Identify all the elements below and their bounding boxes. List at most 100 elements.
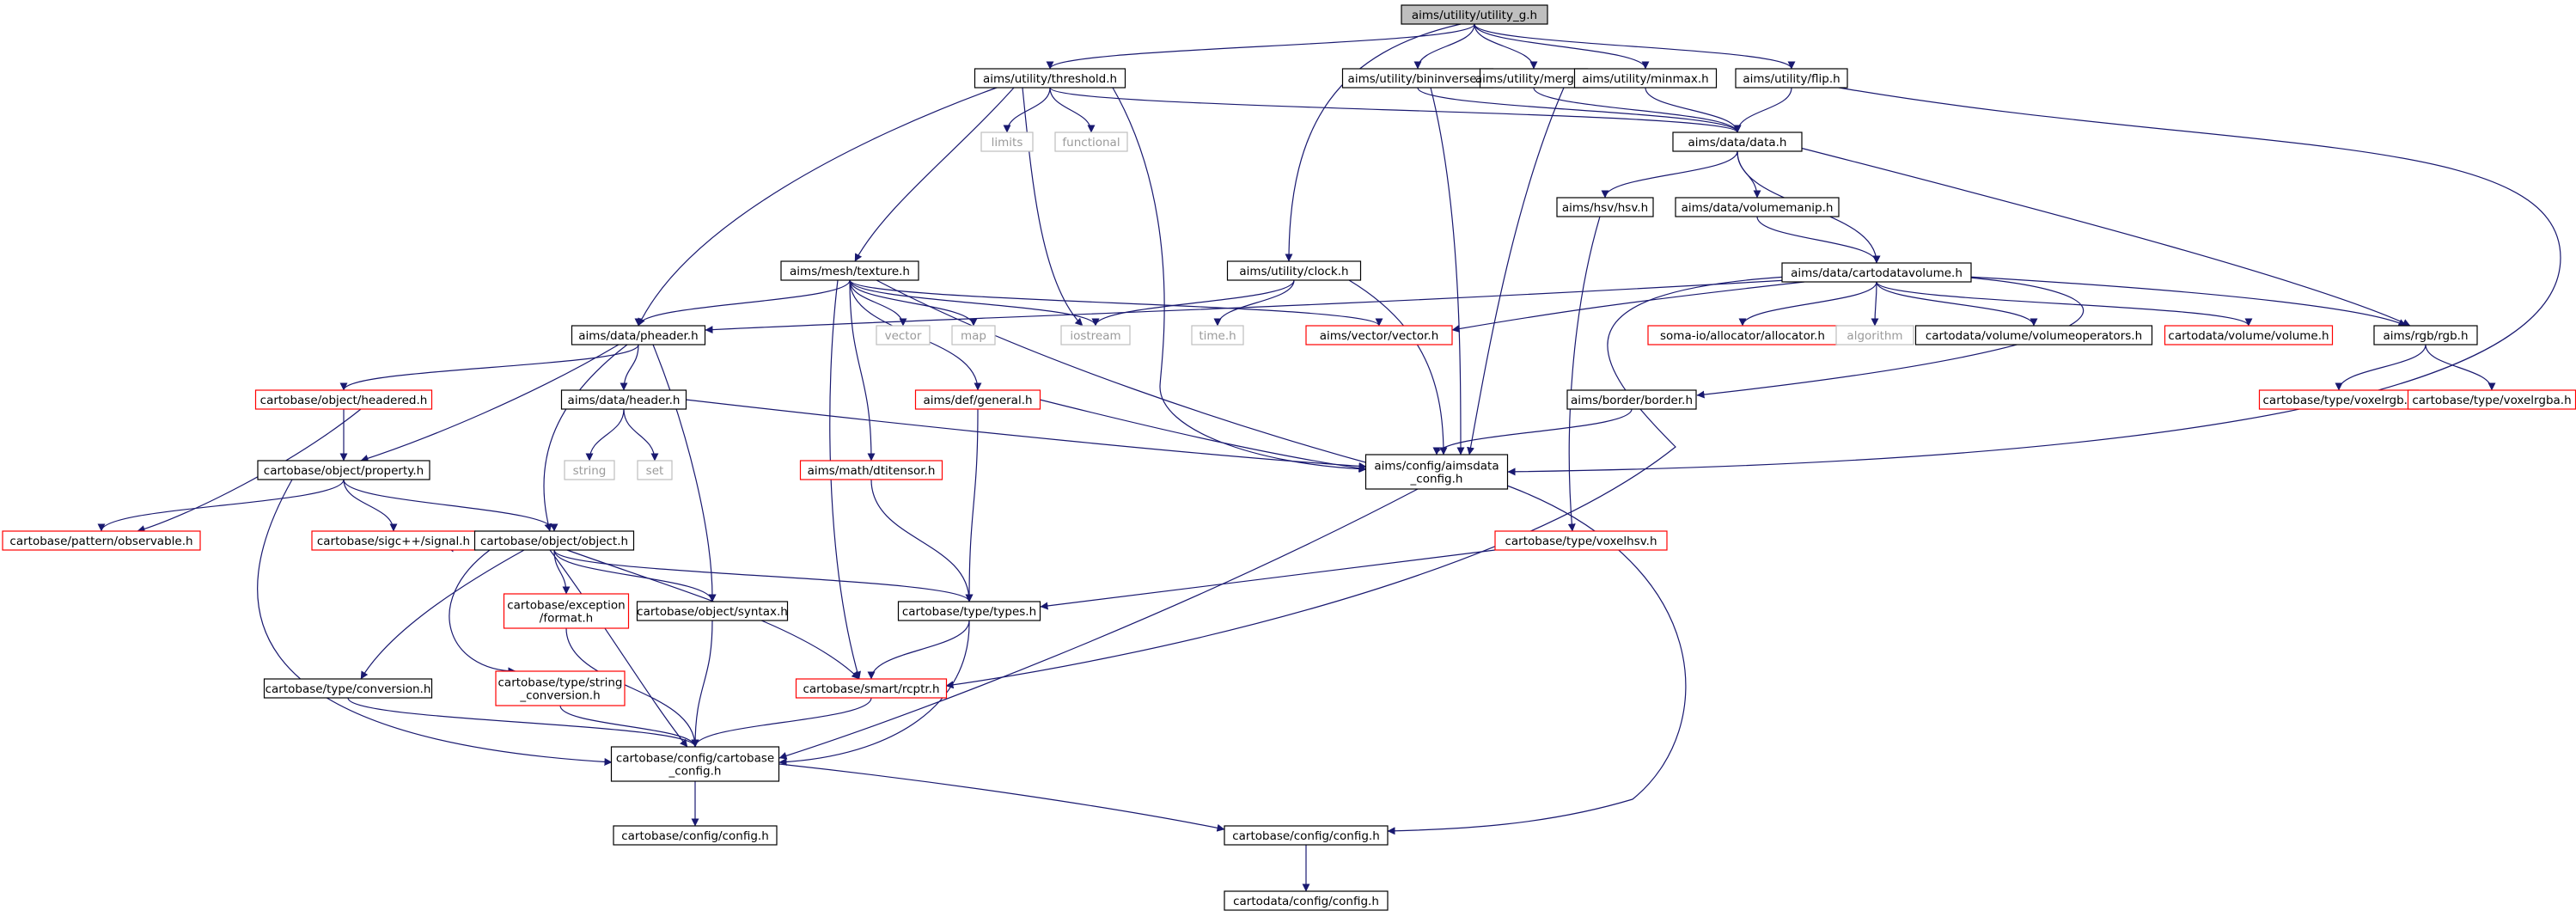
node-general[interactable]: aims/def/general.h: [914, 389, 1041, 410]
node-cartodatavolume[interactable]: aims/data/cartodatavolume.h: [1781, 262, 1972, 283]
node-box-syntax: [636, 601, 789, 621]
node-dtitensor[interactable]: aims/math/dtitensor.h: [799, 460, 943, 480]
node-threshold[interactable]: aims/utility/threshold.h: [974, 68, 1126, 89]
node-volumeoperators[interactable]: cartodata/volume/volumeoperators.h: [1914, 325, 2153, 345]
node-voxelhsv[interactable]: cartobase/type/voxelhsv.h: [1494, 530, 1668, 551]
node-label-pheader: aims/data/pheader.h: [578, 329, 698, 343]
node-cartobase_config[interactable]: cartobase/config/cartobase_config.h: [610, 746, 780, 782]
node-header[interactable]: aims/data/header.h: [560, 389, 687, 410]
node-box-observable: [2, 530, 201, 551]
edge-syntax-to-cartobase_config: [691, 620, 713, 748]
node-label-cartobase_config-line-1: cartobase/config/cartobase: [616, 752, 774, 766]
node-box-cartodata_config: [1224, 890, 1389, 911]
node-voxelrgba[interactable]: cartobase/type/voxelrgba.h: [2407, 389, 2576, 410]
node-cb_config2[interactable]: cartobase/config/config.h: [1224, 825, 1389, 846]
node-label-headered: cartobase/object/headered.h: [260, 394, 428, 407]
edge-property-to-cartobase_config: [257, 479, 613, 766]
node-label-iostream: iostream: [1070, 329, 1120, 343]
node-box-limits: [980, 131, 1034, 152]
edge-header-to-aimsdata_config: [685, 399, 1367, 470]
node-box-string_conversion: [495, 670, 626, 706]
node-box-flip: [1735, 68, 1848, 89]
edge-hsv-to-voxelhsv: [1567, 216, 1601, 532]
node-bininverse[interactable]: aims/utility/bininverse.h: [1341, 68, 1494, 89]
edge-cartodatavolume-to-allocator: [1738, 281, 1877, 327]
node-rgb[interactable]: aims/rgb/rgb.h: [2373, 325, 2478, 345]
node-label-vector: vector: [885, 329, 922, 343]
node-string_conversion[interactable]: cartobase/type/string_conversion.h: [495, 670, 626, 706]
node-conversion[interactable]: cartobase/type/conversion.h: [263, 678, 433, 699]
node-property[interactable]: cartobase/object/property.h: [257, 460, 430, 480]
edge-object-to-conversion: [360, 549, 525, 680]
node-vectorh[interactable]: aims/vector/vector.h: [1305, 325, 1453, 345]
edge-threshold-to-data: [1049, 87, 1742, 133]
node-label-object: cartobase/object/object.h: [480, 535, 628, 548]
node-aimsdata_config[interactable]: aims/config/aimsdata_config.h: [1364, 454, 1509, 490]
edge-texture-to-vector: [849, 279, 907, 327]
node-headered[interactable]: cartobase/object/headered.h: [254, 389, 433, 410]
node-label-cartodatavolume: aims/data/cartodatavolume.h: [1791, 266, 1963, 280]
node-limits: limits: [980, 131, 1034, 152]
node-volumemanip[interactable]: aims/data/volumemanip.h: [1675, 197, 1840, 217]
edge-utility_g-to-merge: [1474, 23, 1538, 70]
node-algorithm: algorithm: [1835, 325, 1914, 345]
node-voxelrgb[interactable]: cartobase/type/voxelrgb.h: [2258, 389, 2420, 410]
node-types[interactable]: cartobase/type/types.h: [897, 601, 1041, 621]
node-box-types: [897, 601, 1041, 621]
node-allocator[interactable]: soma-io/allocator/allocator.h: [1647, 325, 1838, 345]
edge-object-to-cartobase_config: [549, 549, 688, 748]
node-label-cb_config: cartobase/config/config.h: [621, 829, 769, 843]
edge-cartodatavolume-to-volume: [1876, 281, 2253, 327]
node-box-cb_config2: [1224, 825, 1389, 846]
edge-minmax-to-data: [1645, 87, 1742, 133]
node-signal[interactable]: cartobase/sigc++/signal.h: [311, 530, 476, 551]
node-box-volumeoperators: [1914, 325, 2153, 345]
node-box-header: [560, 389, 687, 410]
node-object[interactable]: cartobase/object/object.h: [473, 530, 635, 551]
node-clock[interactable]: aims/utility/clock.h: [1226, 260, 1362, 281]
node-syntax[interactable]: cartobase/object/syntax.h: [636, 601, 789, 621]
edge-property-to-signal: [343, 479, 398, 532]
node-cartodata_config[interactable]: cartodata/config/config.h: [1224, 890, 1389, 911]
edge-merge-to-data: [1533, 87, 1742, 133]
edge-object-to-string_conversion: [449, 549, 516, 676]
node-box-headered: [254, 389, 433, 410]
node-data[interactable]: aims/data/data.h: [1672, 131, 1803, 152]
edge-cartodatavolume-to-vectorh: [1451, 281, 1805, 333]
node-box-utility_g: [1401, 4, 1548, 25]
node-border[interactable]: aims/border/border.h: [1566, 389, 1697, 410]
node-utility_g[interactable]: aims/utility/utility_g.h: [1401, 4, 1548, 25]
edge-utility_g-to-clock: [1285, 23, 1462, 262]
node-cb_config[interactable]: cartobase/config/config.h: [613, 825, 778, 846]
node-rcptr[interactable]: cartobase/smart/rcptr.h: [795, 678, 948, 699]
edge-dtitensor-to-types: [870, 479, 974, 602]
node-label-map: map: [961, 329, 986, 343]
node-format[interactable]: cartobase/exception/format.h: [503, 593, 630, 629]
node-label-flip: aims/utility/flip.h: [1743, 72, 1840, 86]
node-box-cartodatavolume: [1781, 262, 1972, 283]
node-label-voxelhsv: cartobase/type/voxelhsv.h: [1505, 535, 1657, 548]
node-volume[interactable]: cartodata/volume/volume.h: [2164, 325, 2334, 345]
node-flip[interactable]: aims/utility/flip.h: [1735, 68, 1848, 89]
node-set: set: [637, 460, 673, 480]
edge-clock-to-time: [1213, 279, 1295, 327]
node-box-general: [914, 389, 1041, 410]
node-box-clock: [1226, 260, 1362, 281]
node-texture[interactable]: aims/mesh/texture.h: [780, 260, 919, 281]
node-merge[interactable]: aims/utility/merge.h: [1475, 68, 1592, 89]
edge-utility_g-to-bininverse: [1413, 23, 1475, 70]
node-box-property: [257, 460, 430, 480]
node-pheader[interactable]: aims/data/pheader.h: [571, 325, 706, 345]
edge-rcptr-to-cartobase_config: [691, 697, 872, 748]
node-minmax[interactable]: aims/utility/minmax.h: [1573, 68, 1718, 89]
node-box-aimsdata_config: [1364, 454, 1509, 490]
edge-pheader-to-syntax: [652, 344, 717, 602]
edge-utility_g-to-minmax: [1474, 23, 1650, 70]
edge-threshold-to-aimsdata_config: [1112, 87, 1367, 474]
edge-cartodatavolume-to-pheader: [705, 279, 1788, 334]
node-label-voxelrgb: cartobase/type/voxelrgb.h: [2263, 394, 2415, 407]
edge-header-to-set: [623, 408, 659, 462]
node-observable[interactable]: cartobase/pattern/observable.h: [2, 530, 201, 551]
node-label-minmax: aims/utility/minmax.h: [1582, 72, 1708, 86]
node-hsv[interactable]: aims/hsv/hsv.h: [1556, 197, 1654, 217]
